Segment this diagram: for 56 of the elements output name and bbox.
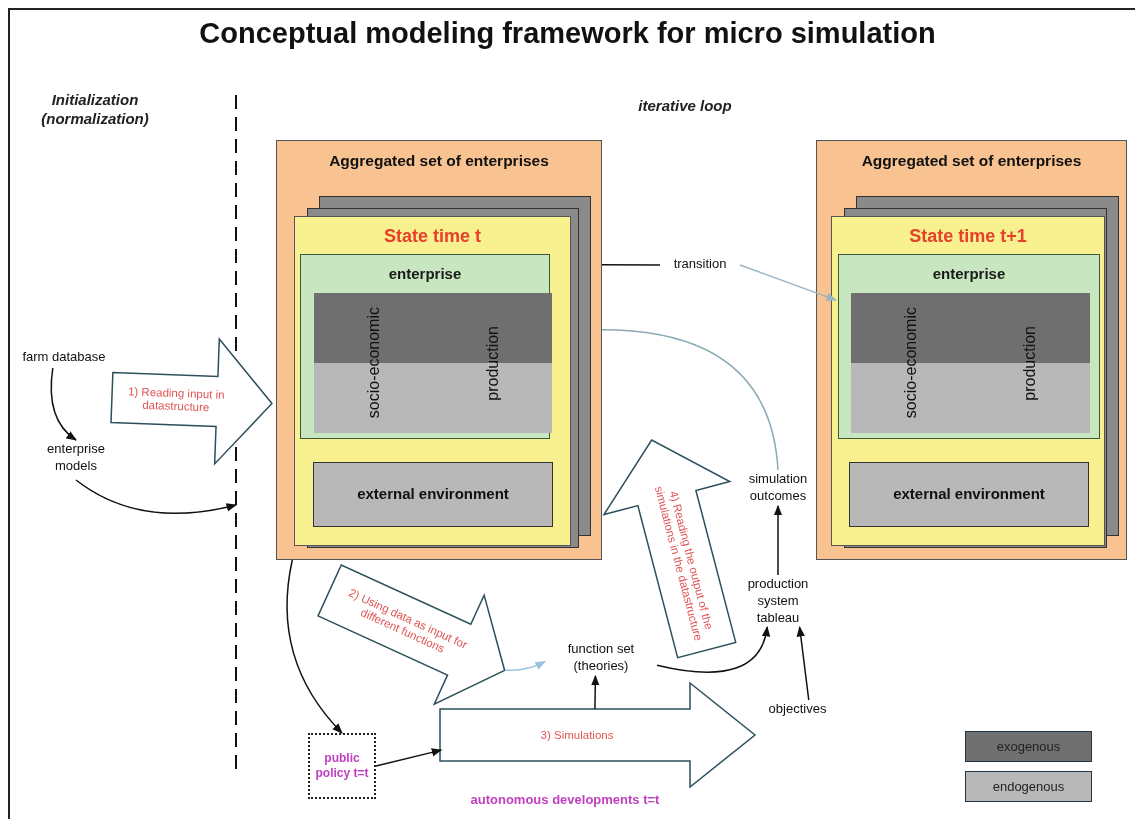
section-label: iterative loop (637, 96, 733, 115)
environment-box (849, 462, 1089, 527)
node-label: production system tableau (742, 575, 814, 627)
box-heading: external environment (893, 484, 1045, 505)
block-arrow (109, 337, 274, 467)
connector (286, 559, 343, 734)
attribute-column (434, 293, 552, 433)
arrow-label: 1) Reading input in datastructure (127, 384, 227, 416)
block-arrow (316, 562, 507, 706)
box-heading: Aggregated set of enterprises (861, 152, 1082, 169)
column-label: socio-economic (364, 307, 383, 419)
column-label: production (483, 325, 502, 401)
connector (504, 660, 546, 672)
node-label: farm database (8, 348, 120, 368)
block-arrow (438, 681, 757, 789)
connector (656, 625, 770, 673)
state-card (831, 216, 1105, 546)
box-heading: external environment (357, 484, 509, 505)
group-panel (816, 140, 1127, 560)
environment-box (313, 462, 553, 527)
section-label: Initialization (normalization) (40, 90, 150, 128)
connector (739, 264, 837, 301)
connector (75, 479, 237, 515)
box-heading: State time t (384, 226, 481, 246)
arrow-label: 3) Simulations (540, 728, 614, 742)
connector (601, 264, 661, 266)
column-label: production (1020, 325, 1039, 401)
connector (591, 674, 600, 710)
group-panel (276, 140, 602, 560)
enterprise-panel (838, 254, 1100, 439)
box-heading: enterprise (388, 265, 462, 282)
enterprise-panel (300, 254, 550, 439)
attribute-column (970, 293, 1090, 433)
node-label: function set (theories) (545, 640, 657, 676)
attribute-column (851, 293, 970, 433)
connector (773, 504, 783, 576)
connector (375, 748, 443, 767)
legend-text: endogenous (992, 777, 1065, 796)
box-heading: Aggregated set of enterprises (329, 152, 549, 169)
node-label: transition (660, 255, 740, 275)
node-label: objectives (760, 700, 835, 720)
column-label: socio-economic (900, 307, 920, 419)
policy-box (308, 733, 376, 799)
node-label: simulation outcomes (742, 470, 814, 506)
node-label: enterprise models (30, 440, 122, 480)
connector (601, 329, 779, 471)
state-card (294, 216, 571, 546)
box-heading: public policy t=t (314, 751, 370, 781)
node-label: autonomous developments t=t (440, 792, 690, 812)
box-heading: State time t+1 (909, 226, 1027, 246)
attribute-column (314, 293, 434, 433)
connector (50, 367, 77, 441)
diagram-title: Conceptual modeling framework for micro simulation (198, 16, 937, 51)
box-heading: enterprise (932, 265, 1006, 282)
connector (796, 625, 810, 701)
legend-text: exogenous (996, 737, 1061, 756)
